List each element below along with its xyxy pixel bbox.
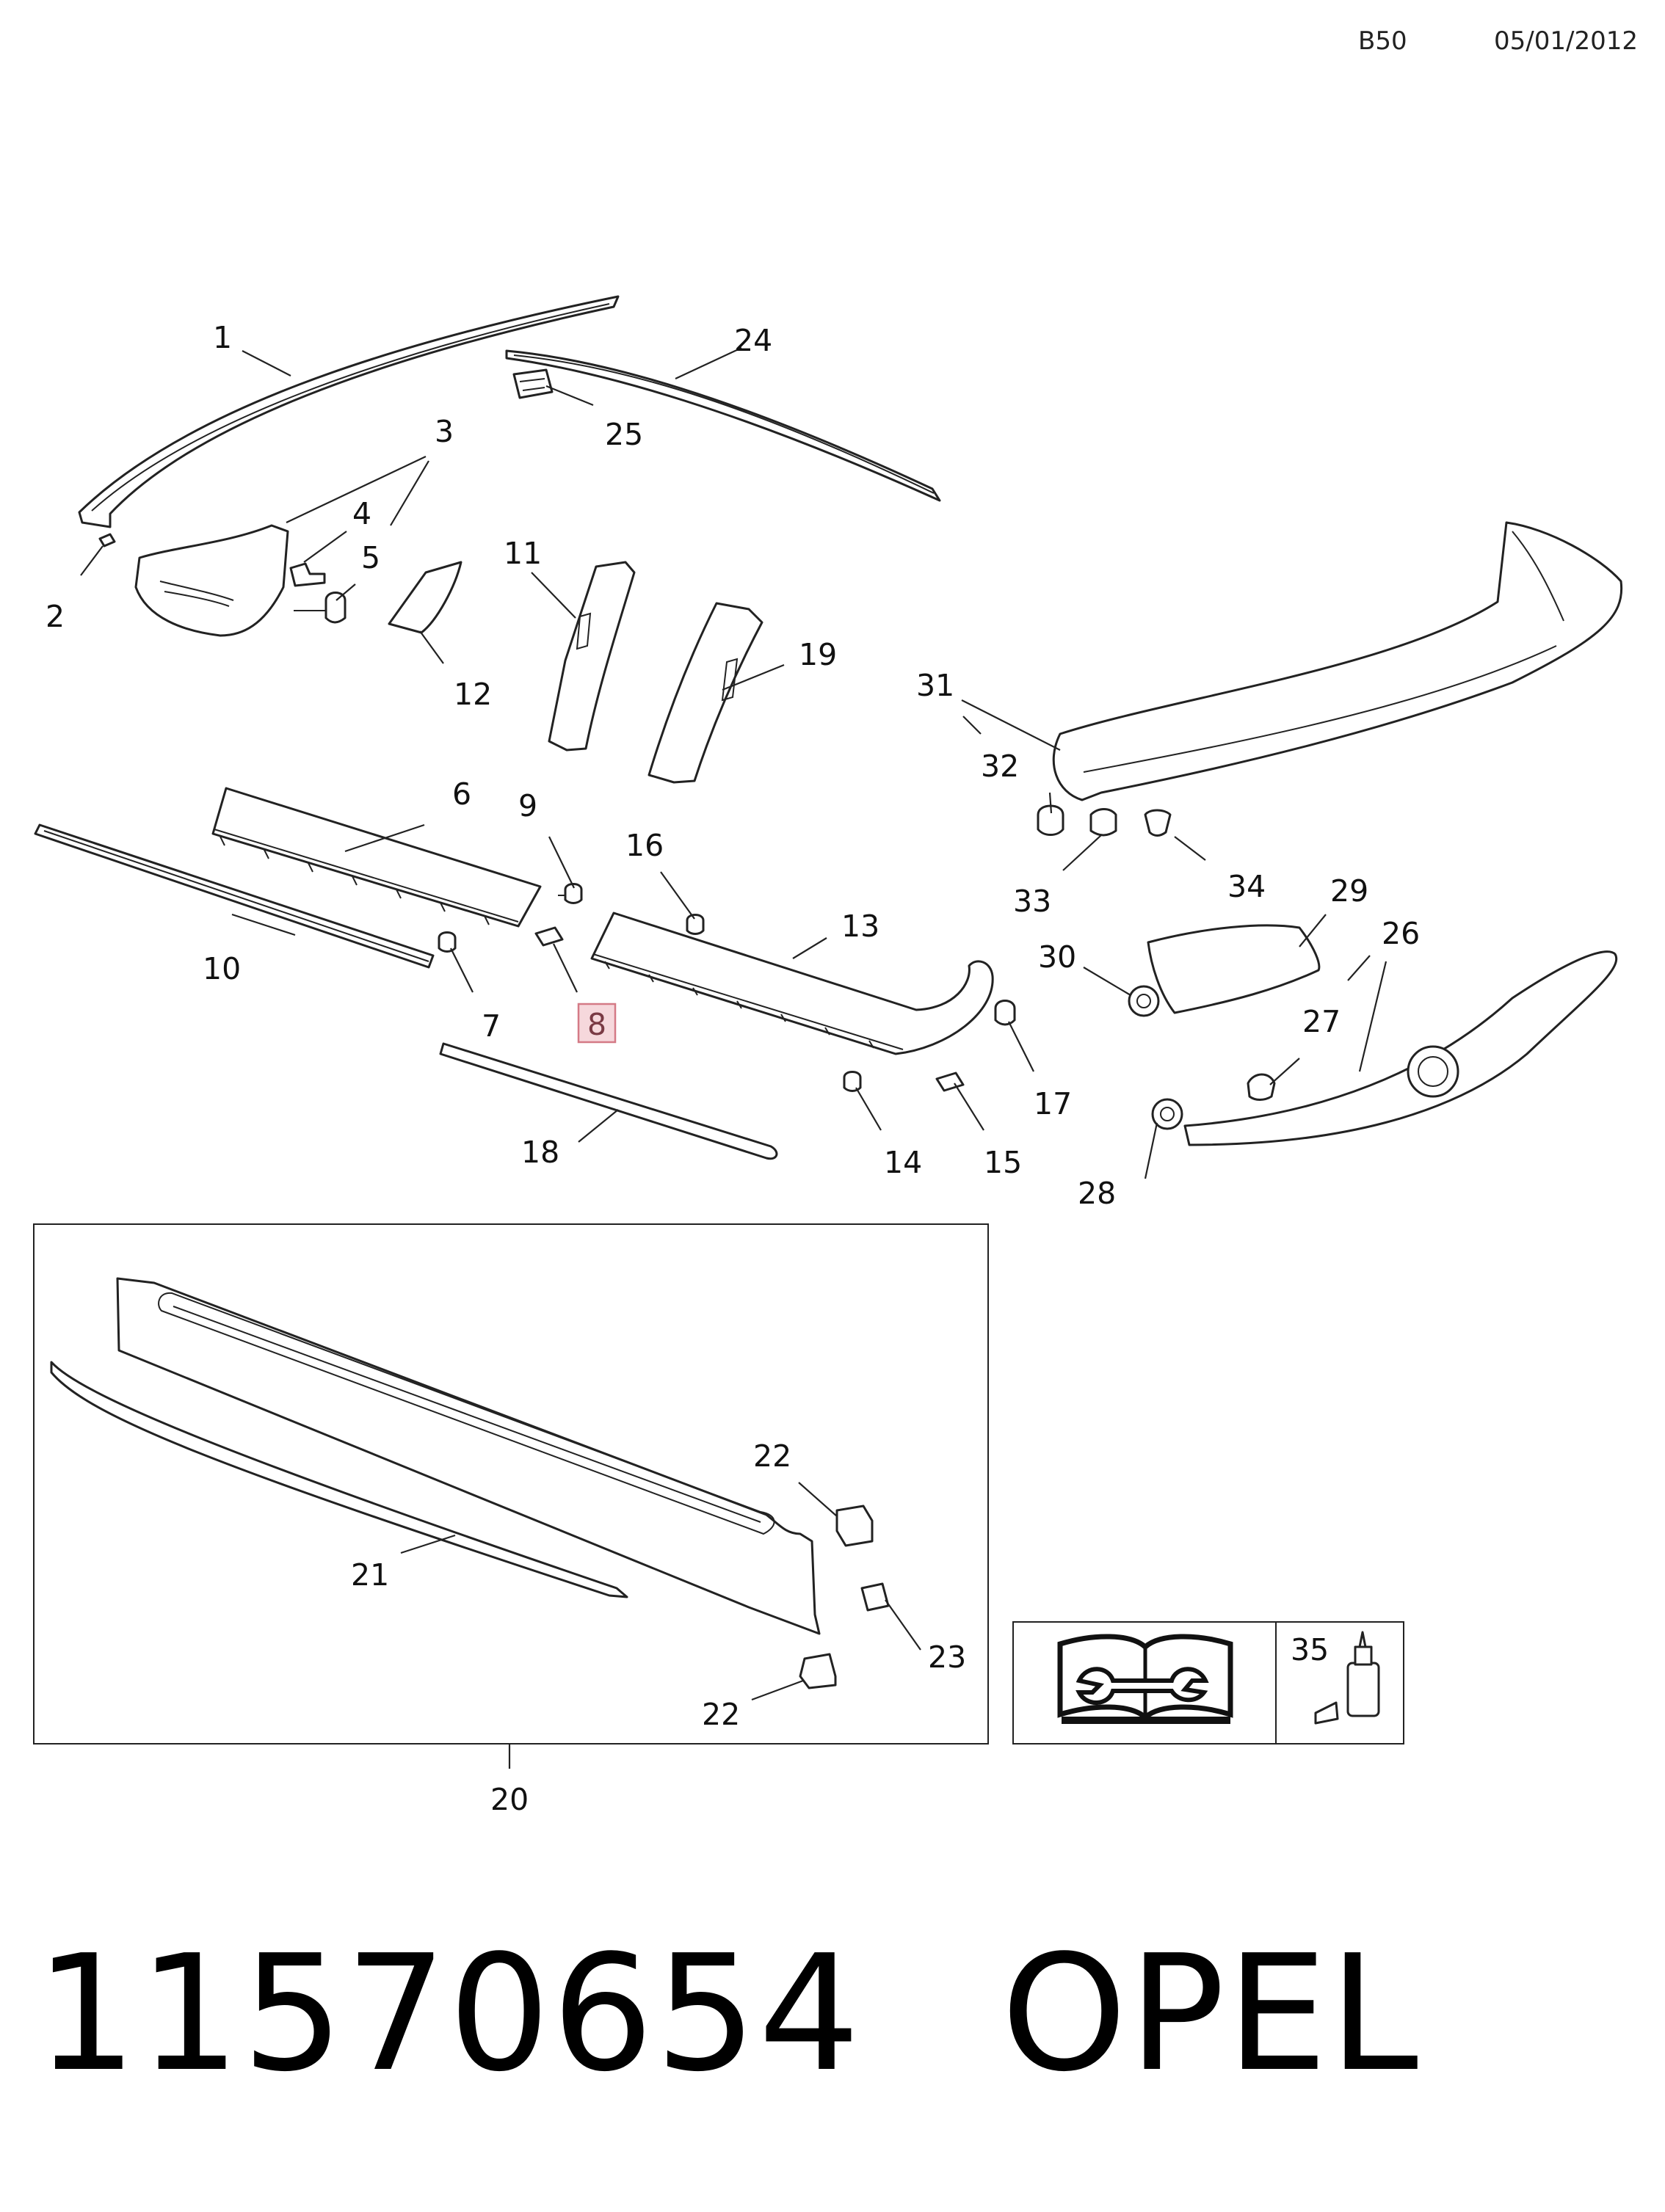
part-trim-29[interactable] <box>1147 924 1321 1014</box>
callout-30: 30 <box>1038 939 1076 975</box>
part-grommet-28[interactable] <box>1151 1098 1183 1130</box>
callout-9: 9 <box>518 788 537 823</box>
callout-20: 20 <box>490 1782 529 1817</box>
part-grommet-5[interactable] <box>294 592 347 624</box>
callout-21: 21 <box>351 1557 389 1593</box>
part-screw-7[interactable] <box>438 931 457 953</box>
callout-7: 7 <box>482 1008 501 1044</box>
footer: 11570654 OPEL <box>35 1921 1420 2107</box>
diagram-date: 05/01/2012 <box>1494 26 1638 56</box>
callout-34: 34 <box>1227 869 1266 904</box>
callout-31: 31 <box>916 668 954 703</box>
callout-29: 29 <box>1330 873 1368 909</box>
part-clip-15[interactable] <box>935 1072 965 1092</box>
callout-27: 27 <box>1302 1004 1341 1039</box>
part-rear-door-molding[interactable] <box>590 912 994 1055</box>
part-tailgate-garnish[interactable] <box>1183 950 1618 1146</box>
callout-10: 10 <box>203 951 241 986</box>
diagram-code: B50 <box>1358 26 1407 56</box>
callout-17: 17 <box>1034 1086 1072 1121</box>
part-clip-2[interactable] <box>98 533 116 547</box>
part-number: 11570654 <box>35 1921 862 2107</box>
part-screw-16[interactable] <box>686 914 705 935</box>
part-clip-4[interactable] <box>289 562 326 587</box>
callout-26: 26 <box>1382 916 1420 951</box>
callout-4: 4 <box>352 496 371 531</box>
callout-3: 3 <box>435 414 454 449</box>
adhesive-bottle-icon <box>1314 1631 1380 1725</box>
part-mirror-cover[interactable] <box>134 524 289 637</box>
callout-22a: 22 <box>753 1438 791 1474</box>
sill-group-frame <box>33 1223 989 1745</box>
callout-2: 2 <box>46 599 65 634</box>
callout-22b: 22 <box>702 1697 740 1732</box>
callout-23: 23 <box>928 1640 966 1675</box>
part-bumpers-32-33-34[interactable] <box>1037 804 1172 837</box>
callout-19: 19 <box>799 637 837 672</box>
part-clip-27[interactable] <box>1247 1073 1276 1101</box>
part-rear-lower-strip[interactable] <box>439 1042 778 1160</box>
callout-25: 25 <box>605 417 643 452</box>
part-rocker-strip-21[interactable] <box>50 1361 628 1598</box>
callout-8-highlight <box>577 1003 617 1044</box>
callout-12: 12 <box>454 677 492 712</box>
callout-1: 1 <box>213 320 232 355</box>
callout-33: 33 <box>1013 884 1051 919</box>
callout-32: 32 <box>981 749 1019 784</box>
part-grommet-17[interactable] <box>994 1000 1016 1026</box>
callout-18: 18 <box>521 1135 559 1170</box>
callout-16: 16 <box>625 828 664 863</box>
part-rocker-panel[interactable] <box>116 1277 821 1635</box>
callout-24: 24 <box>734 323 772 358</box>
callout-11: 11 <box>504 536 542 571</box>
part-rear-roof-strip[interactable] <box>505 349 941 502</box>
part-screw-9[interactable] <box>558 883 583 904</box>
part-trim-12[interactable] <box>388 561 462 634</box>
callout-6: 6 <box>452 776 471 812</box>
part-screw-14[interactable] <box>843 1071 862 1092</box>
part-front-lower-strip[interactable] <box>34 823 435 969</box>
part-grommet-30[interactable] <box>1128 985 1160 1017</box>
manual-book-wrench-icon <box>1057 1634 1233 1724</box>
callout-13: 13 <box>841 909 879 944</box>
part-front-door-molding[interactable] <box>211 787 542 928</box>
brand-name: OPEL <box>1001 1921 1420 2107</box>
callout-35: 35 <box>1291 1632 1329 1667</box>
callout-15: 15 <box>984 1145 1022 1180</box>
callout-8-highlighted[interactable]: 8 <box>587 1007 606 1042</box>
part-clip-25[interactable] <box>512 368 554 399</box>
part-pillar-11[interactable] <box>548 561 636 752</box>
parts-diagram: 1 2 3 4 5 6 7 8 9 10 11 12 13 14 15 16 1… <box>33 295 1623 1817</box>
part-clip-8[interactable] <box>534 926 564 947</box>
part-roof-molding[interactable] <box>78 295 620 528</box>
legend-box <box>1012 1621 1404 1745</box>
callout-28: 28 <box>1078 1176 1116 1211</box>
leader-lines <box>80 347 1388 1701</box>
callout-5: 5 <box>361 540 380 575</box>
part-rear-spoiler[interactable] <box>1052 521 1623 801</box>
callout-14: 14 <box>884 1145 922 1180</box>
part-clips-22-23[interactable] <box>799 1505 890 1689</box>
part-pillar-19[interactable] <box>648 602 763 784</box>
